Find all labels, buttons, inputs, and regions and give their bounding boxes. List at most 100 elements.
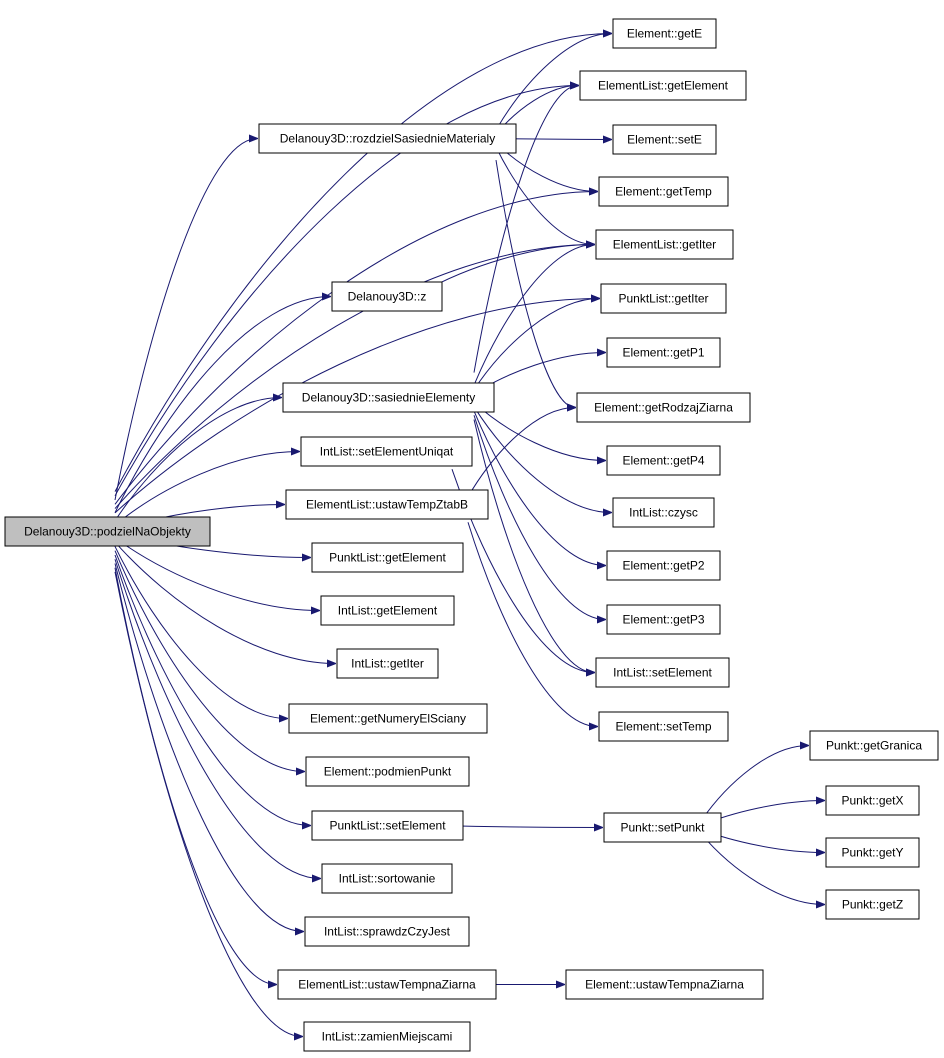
node-delanouy3d-z[interactable]: Delanouy3D::z: [331, 281, 443, 312]
node-label: Element::getE: [627, 27, 702, 41]
edge-delanouy3d-podzielnaobjekty-to-intlist-getiter: [114, 541, 335, 663]
node-intlist-sprawdzczyjest[interactable]: IntList::sprawdzCzyJest: [304, 916, 470, 947]
node-box: [321, 863, 453, 894]
node-label: IntList::sprawdzCzyJest: [324, 925, 451, 939]
node-box: [311, 810, 464, 841]
node-box: [285, 489, 489, 520]
node-label: Element::getTemp: [615, 185, 712, 199]
node-element-settemp[interactable]: Element::setTemp: [598, 711, 729, 742]
node-label: ElementList::ustawTempnaZiarna: [298, 978, 476, 992]
node-element-getp2[interactable]: Element::getP2: [606, 550, 721, 581]
node-elementlist-ustawtempztabb[interactable]: ElementList::ustawTempZtabB: [285, 489, 489, 520]
node-label: Element::getP4: [622, 454, 704, 468]
node-box: [311, 542, 464, 573]
node-label: Element::podmienPunkt: [324, 765, 452, 779]
node-label: Element::getRodzajZiarna: [594, 401, 733, 415]
edge-delanouy3d-podzielnaobjekty-to-punktlist-setelement: [114, 554, 310, 825]
node-box: [595, 229, 734, 260]
edge-delanouy3d-podzielnaobjekty-to-elementlist-getelement: [114, 86, 578, 497]
node-box: [300, 436, 473, 467]
node-label: Punkt::getY: [841, 846, 903, 860]
node-box: [598, 176, 729, 207]
node-box: [606, 550, 721, 581]
node-label: Element::getP1: [622, 346, 704, 360]
edge-delanouy3d-podzielnaobjekty-to-element-gete: [114, 34, 611, 492]
node-intlist-getiter[interactable]: IntList::getIter: [336, 648, 439, 679]
node-punktlist-setelement[interactable]: PunktList::setElement: [311, 810, 464, 841]
node-label: PunktList::getIter: [618, 292, 708, 306]
node-box: [809, 730, 939, 761]
node-punkt-getx[interactable]: Punkt::getX: [825, 785, 920, 816]
node-box: [825, 837, 920, 868]
node-element-sete[interactable]: Element::setE: [612, 124, 717, 155]
edge-delanouy3d-podzielnaobjekty-to-elementlist-getiter: [114, 245, 594, 509]
node-label: IntList::czysc: [629, 506, 698, 520]
node-box: [825, 889, 920, 920]
node-label: IntList::getElement: [338, 604, 438, 618]
node-box: [579, 70, 747, 101]
node-box: [303, 1021, 471, 1052]
node-label: PunktList::getElement: [329, 551, 446, 565]
node-elementlist-getiter[interactable]: ElementList::getIter: [595, 229, 734, 260]
node-intlist-czysc[interactable]: IntList::czysc: [612, 497, 715, 528]
node-punkt-gety[interactable]: Punkt::getY: [825, 837, 920, 868]
edge-delanouy3d-sasiednieelementy-to-element-getp4: [473, 402, 605, 461]
node-punkt-setpunkt[interactable]: Punkt::setPunkt: [603, 812, 722, 843]
node-element-podmienpunkt[interactable]: Element::podmienPunkt: [305, 756, 470, 787]
node-element-ustawtempnaziarna[interactable]: Element::ustawTempnaZiarna: [565, 969, 764, 1000]
node-box: [331, 281, 443, 312]
node-box: [305, 756, 470, 787]
edge-delanouy3d-rozdzielsasiedniematerialy-to-element-getrodzajziarna: [495, 159, 575, 407]
edge-delanouy3d-sasiednieelementy-to-punktlist-getiter: [473, 299, 599, 390]
node-intlist-setelementuniqat[interactable]: IntList::setElementUniqat: [300, 436, 473, 467]
node-element-getp3[interactable]: Element::getP3: [606, 604, 721, 635]
node-elementlist-getelement[interactable]: ElementList::getElement: [579, 70, 747, 101]
node-box: [606, 445, 721, 476]
node-element-gete[interactable]: Element::getE: [612, 18, 717, 49]
node-punkt-getz[interactable]: Punkt::getZ: [825, 889, 920, 920]
node-box: [603, 812, 722, 843]
node-box: [606, 604, 721, 635]
edge-delanouy3d-sasiednieelementy-to-elementlist-getiter: [473, 245, 594, 386]
edge-delanouy3d-sasiednieelementy-to-intlist-czysc: [473, 406, 611, 513]
node-box: [825, 785, 920, 816]
node-element-getrodzajziarna[interactable]: Element::getRodzajZiarna: [576, 392, 751, 423]
node-box: [258, 123, 517, 154]
node-intlist-sortowanie[interactable]: IntList::sortowanie: [321, 863, 453, 894]
node-element-getnumeryelsciany[interactable]: Element::getNumeryElSciany: [288, 703, 488, 734]
node-box: [600, 283, 727, 314]
node-element-getp1[interactable]: Element::getP1: [606, 337, 721, 368]
node-box: [612, 18, 717, 49]
node-punkt-getgranica[interactable]: Punkt::getGranica: [809, 730, 939, 761]
edge-delanouy3d-sasiednieelementy-to-elementlist-getelement: [473, 86, 578, 373]
node-delanouy3d-podzielnaobjekty[interactable]: Delanouy3D::podzielNaObjekty: [4, 516, 211, 547]
node-box: [288, 703, 488, 734]
node-label: Punkt::getX: [841, 794, 903, 808]
node-label: IntList::setElement: [613, 666, 712, 680]
node-label: ElementList::getElement: [598, 79, 729, 93]
edge-delanouy3d-podzielnaobjekty-to-intlist-sprawdzczyjest: [114, 563, 303, 932]
call-edges: [114, 34, 824, 1037]
function-nodes: Delanouy3D::podzielNaObjektyElement::get…: [4, 18, 939, 1052]
edge-punktlist-setelement-to-punkt-setpunkt: [442, 826, 602, 828]
node-delanouy3d-sasiednieelementy[interactable]: Delanouy3D::sasiednieElementy: [282, 382, 495, 413]
edge-delanouy3d-podzielnaobjekty-to-delanouy3d-rozdzielsasiedniematerialy: [114, 139, 257, 501]
node-box: [304, 916, 470, 947]
node-delanouy3d-rozdzielsasiedniematerialy[interactable]: Delanouy3D::rozdzielSasiednieMaterialy: [258, 123, 517, 154]
node-intlist-getelement[interactable]: IntList::getElement: [320, 595, 455, 626]
node-box: [282, 382, 495, 413]
node-label: Delanouy3D::sasiednieElementy: [302, 391, 475, 405]
node-label: IntList::sortowanie: [339, 872, 436, 886]
node-intlist-setelement[interactable]: IntList::setElement: [595, 657, 730, 688]
node-punktlist-getelement[interactable]: PunktList::getElement: [311, 542, 464, 573]
node-elementlist-ustawtempnaziarna[interactable]: ElementList::ustawTempnaZiarna: [277, 969, 497, 1000]
edge-delanouy3d-sasiednieelementy-to-element-getp2: [473, 410, 605, 566]
node-punktlist-getiter[interactable]: PunktList::getIter: [600, 283, 727, 314]
node-element-gettemp[interactable]: Element::getTemp: [598, 176, 729, 207]
node-label: IntList::zamienMiejscami: [322, 1030, 453, 1044]
edge-delanouy3d-rozdzielsasiedniematerialy-to-element-gete: [495, 34, 611, 131]
node-element-getp4[interactable]: Element::getP4: [606, 445, 721, 476]
edge-delanouy3d-podzielnaobjekty-to-intlist-zamienmiejscami: [114, 571, 302, 1037]
node-intlist-zamienmiejscami[interactable]: IntList::zamienMiejscami: [303, 1021, 471, 1052]
node-label: Element::ustawTempnaZiarna: [585, 978, 744, 992]
